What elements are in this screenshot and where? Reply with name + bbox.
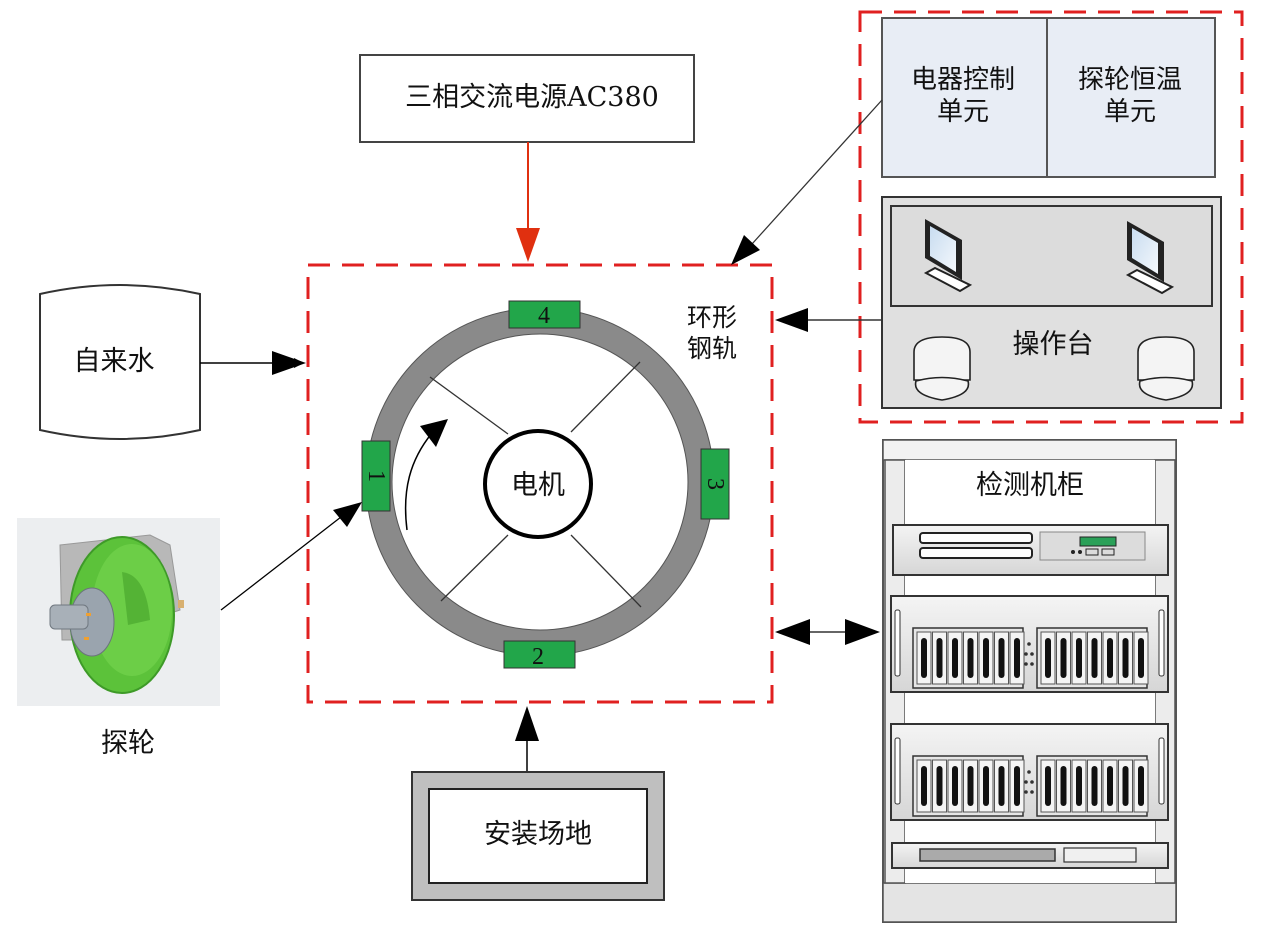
probe-thermostat-unit: 探轮恒温 单元 (1046, 17, 1216, 178)
control-unit-arrowhead-icon (731, 235, 760, 265)
drive-slot (967, 766, 974, 806)
server-unit (892, 524, 1169, 576)
svg-text:2: 2 (532, 644, 544, 670)
drive-slot (998, 766, 1005, 806)
monitor-icon (923, 219, 973, 293)
tap-water-arrowhead-icon (272, 351, 306, 375)
tap-water-tank: 自来水 (39, 284, 201, 440)
status-led (1030, 662, 1034, 666)
drive-slot (952, 638, 958, 678)
control-unit-arrow (751, 99, 883, 245)
drive-slot (1091, 638, 1098, 678)
svg-text:1: 1 (363, 470, 389, 482)
handle (1158, 609, 1165, 677)
handle (894, 737, 901, 805)
monitor-icon (1125, 221, 1175, 295)
probe-wheel-arrowhead-icon (333, 502, 362, 527)
console-arrowhead-icon (775, 308, 808, 332)
drive-slot (1045, 638, 1051, 678)
probe-wheel-arrow (220, 509, 351, 611)
chair-icon (913, 336, 971, 401)
ring-rail-label-line1: 环形 (687, 303, 737, 332)
control-area-boundary (858, 10, 1244, 424)
svg-text:单元: 单元 (1104, 97, 1156, 127)
probe-wheel-label: 探轮 (101, 728, 155, 759)
drive-slot (1076, 766, 1082, 806)
status-led (1030, 780, 1034, 784)
rail-position-1: 1 (361, 440, 391, 512)
svg-text:电器控制: 电器控制 (911, 65, 1015, 95)
cabinet-label: 检测机柜 (976, 470, 1084, 501)
install-site-arrowhead-icon (515, 706, 539, 741)
rail-system-boundary (306, 263, 774, 704)
drive-slot (1014, 766, 1020, 806)
motor-label: 电机 (511, 470, 565, 501)
drive-slot (921, 766, 927, 806)
storage-unit (890, 723, 1169, 821)
drive-slot (967, 638, 974, 678)
drive-slot (1122, 766, 1129, 806)
power-arrow (516, 142, 540, 262)
drive-slot (921, 638, 927, 678)
drive-slot (1076, 638, 1082, 678)
rail-position-2: 2 (503, 640, 576, 670)
probe-wheel-image (17, 518, 220, 706)
svg-text:探轮恒温: 探轮恒温 (1078, 65, 1182, 95)
status-led (1024, 790, 1028, 794)
drive-slot (936, 638, 943, 678)
drive-slot (1122, 638, 1129, 678)
drive-slot (998, 638, 1005, 678)
handle (894, 609, 901, 677)
status-led (1024, 652, 1028, 656)
rail-position-3: 3 (700, 448, 730, 520)
drive-slot (1107, 638, 1113, 678)
cabinet-bidirectional-arrow (775, 619, 880, 645)
rotation-direction-arrow (404, 419, 448, 531)
svg-text:单元: 单元 (937, 97, 989, 127)
drive-slot (1014, 638, 1020, 678)
status-led (1027, 770, 1031, 774)
svg-text:4: 4 (538, 303, 550, 329)
handle (1158, 737, 1165, 805)
status-led (1027, 642, 1031, 646)
ring-rail-label-line2: 钢轨 (687, 334, 737, 363)
drive-slot (983, 766, 989, 806)
drive-slot (952, 766, 958, 806)
drive-slot (983, 638, 989, 678)
drive-slot (1060, 766, 1067, 806)
console-label: 操作台 (1013, 329, 1094, 360)
svg-text:3: 3 (702, 478, 728, 490)
drive-slot (1107, 766, 1113, 806)
rail-position-4: 4 (508, 300, 581, 329)
motor: 电机 (483, 429, 593, 539)
rail-spokes (429, 361, 642, 608)
network-unit (891, 842, 1169, 869)
status-led (1030, 652, 1034, 656)
detection-cabinet: 检测机柜 (882, 439, 1177, 923)
drive-slot (1091, 766, 1098, 806)
drive-slot (1060, 638, 1067, 678)
power-source-label: 三相交流电源AC380 (405, 82, 659, 113)
tap-water-label: 自来水 (74, 346, 155, 377)
install-site-box: 安装场地 (411, 771, 665, 901)
status-led (1024, 780, 1028, 784)
status-led (1024, 662, 1028, 666)
electrical-control-unit: 电器控制 单元 (881, 17, 1048, 178)
drive-slot (1138, 638, 1144, 678)
chair-icon (1137, 336, 1195, 401)
storage-unit (890, 595, 1169, 693)
drive-slot (1138, 766, 1144, 806)
drive-slot (936, 766, 943, 806)
status-led (1030, 790, 1034, 794)
power-source-box: 三相交流电源AC380 (359, 54, 695, 143)
drive-slot (1045, 766, 1051, 806)
install-site-label: 安装场地 (484, 819, 592, 850)
